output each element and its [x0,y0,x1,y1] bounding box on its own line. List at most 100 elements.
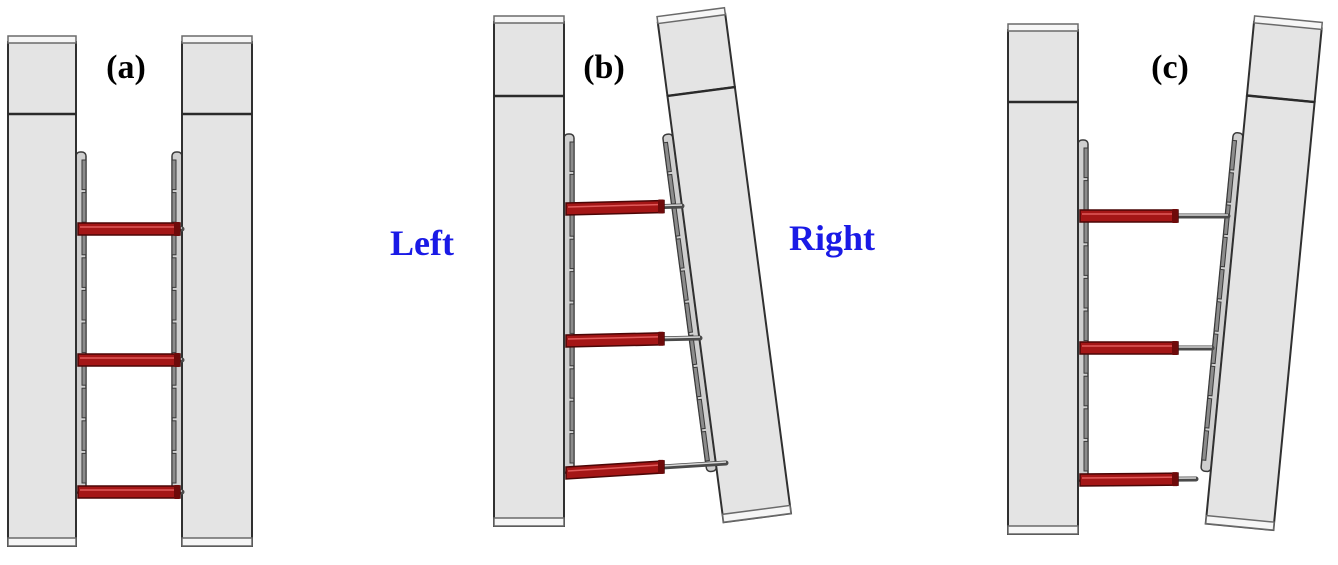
rail-segment [1083,180,1089,211]
panel-label-a: (a) [106,49,146,86]
rail-segment [696,398,706,430]
cylinder-highlight [567,203,663,208]
linear-actuator [565,331,703,348]
rail-segment [81,257,87,288]
rail-segment [1083,310,1089,342]
module-b-left [493,15,575,527]
module-cap [181,41,253,115]
module-cap [1007,29,1079,103]
linear-actuator [1079,341,1215,355]
cylinder-end-cap [658,459,664,474]
linear-actuator [1079,472,1199,487]
rail-segment [171,159,177,191]
cylinder-end-cap [1172,209,1178,223]
base-band [1204,514,1275,531]
linear-actuator [565,199,685,216]
rail-segment [1229,139,1238,171]
rail-segment [692,366,702,398]
rail-segment [569,400,575,432]
actuator-cylinder [1079,209,1179,223]
rail-segment [81,452,87,484]
rail-segment [1207,365,1216,397]
base-band [181,537,253,547]
module-cap [656,12,736,98]
module-b-right [656,6,793,524]
module-cap [1245,20,1323,104]
cap-top-band [7,35,77,44]
module-c-left [1007,23,1089,535]
piston-rod [661,335,703,342]
rail-segment [569,141,575,172]
rail-segment [701,430,710,462]
cylinder-end-cap [658,199,664,214]
cap-top-band [493,15,565,24]
linear-actuator [77,353,185,367]
rail-segment [81,192,87,223]
cylinder-end-cap [1172,341,1178,355]
module-group [7,6,1324,547]
actuator-cylinder [77,353,181,367]
panel-label-c: (c) [1151,49,1189,86]
linear-actuator [77,222,185,236]
module-a-left [7,35,87,547]
module-a-right [171,35,253,547]
rail-segment [171,257,177,288]
left-side-label: Left [390,223,454,263]
cap-top-band [181,35,253,44]
rail-segment [675,238,685,269]
actuator-cylinder [1079,472,1179,487]
rod-highlight [663,336,701,339]
cylinder-highlight [1081,476,1177,479]
linear-actuator [1079,209,1231,223]
module-body [7,113,77,547]
cap-top-band [1253,15,1324,31]
rail-segment [1083,245,1089,276]
rail-segment [81,322,87,354]
rod-highlight [663,461,727,467]
actuator-cylinder [565,332,665,348]
module-body [493,95,565,527]
rail-segment [1201,430,1210,461]
rail-segment [684,302,694,334]
rail-segment [1083,440,1089,472]
rail-segment [81,387,87,419]
rail-segment [679,270,689,302]
cylinder-highlight [567,336,663,340]
cap-top-band [1007,23,1079,32]
rail-segment [171,192,177,223]
linear-actuator [77,485,185,499]
cylinder-end-cap [174,485,180,499]
rail-segment [1219,236,1228,268]
base-band [721,504,792,524]
rail-segment [81,420,87,451]
rail-segment [1216,268,1225,300]
actuator-group [77,199,1231,499]
actuator-cylinder [77,485,181,499]
rail-segment [171,387,177,419]
module-cap [7,41,77,115]
module-cap [493,21,565,97]
rail-segment [1222,204,1231,236]
rail-segment [171,452,177,484]
cap-seam [1246,94,1315,104]
right-side-label: Right [789,218,875,258]
cylinder-end-cap [174,353,180,367]
rail-segment [569,368,575,399]
rail-segment [81,289,87,321]
actuator-cylinder [77,222,181,236]
module-c-right [1200,15,1324,532]
actuator-cylinder [1079,341,1179,355]
base-band [493,517,565,527]
piston-rod [661,460,729,470]
cylinder-end-cap [174,222,180,236]
cap-top-band [656,6,727,25]
rail-segment [1204,397,1213,429]
rail-segment [171,322,177,354]
module-body [181,113,253,547]
rail-segment [81,159,87,191]
cylinder-end-cap [658,331,664,346]
cap-seam [667,85,736,98]
rail-segment [569,271,575,302]
cylinder-highlight [567,464,663,472]
